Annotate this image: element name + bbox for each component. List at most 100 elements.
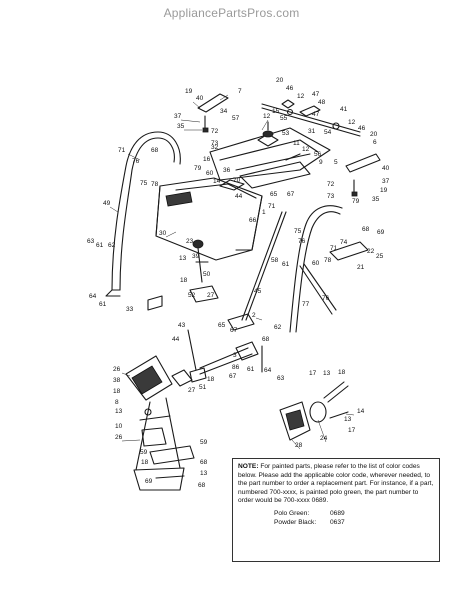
left-grip-knob [197,93,229,133]
part-callout-52: 52 [188,292,196,299]
part-callout-35: 35 [372,196,380,203]
part-callout-73: 73 [211,140,219,147]
part-callout-71: 71 [268,203,276,210]
small-bracket [147,295,163,311]
part-callout-71: 71 [118,147,126,154]
color-row-powder-black: Powder Black: 0637 [238,519,434,528]
part-callout-68: 68 [362,226,370,233]
part-callout-37: 37 [174,113,182,120]
part-callout-61: 61 [282,261,290,268]
part-callout-59: 59 [200,439,208,446]
part-callout-18: 18 [338,369,346,376]
part-callout-74: 74 [340,239,348,246]
part-callout-61: 61 [247,366,255,373]
part-callout-72: 72 [327,181,335,188]
part-callout-1: 1 [262,209,266,216]
part-callout-18: 18 [113,388,121,395]
part-callout-31: 31 [308,128,316,135]
part-callout-17: 17 [309,370,317,377]
part-callout-23: 23 [186,238,194,245]
part-callout-12: 12 [302,146,310,153]
part-callout-2: 2 [252,312,256,319]
part-callout-9: 9 [319,159,323,166]
part-callout-28: 28 [295,442,303,449]
part-callout-36: 36 [223,167,231,174]
part-callout-20: 20 [276,77,284,84]
right-handle [289,205,369,333]
part-callout-56: 56 [314,151,322,158]
part-callout-27: 27 [188,387,196,394]
right-grip [345,153,381,197]
part-callout-68: 68 [198,482,206,489]
shift-rod [241,211,287,321]
part-callout-64: 64 [89,293,97,300]
part-callout-20: 20 [370,131,378,138]
part-callout-25: 25 [376,253,384,260]
part-callout-35: 35 [177,123,185,130]
part-callout-86: 86 [232,364,240,371]
part-callout-71: 71 [330,245,338,252]
part-callout-8: 8 [115,399,119,406]
part-callout-13: 13 [200,470,208,477]
note-body: For painted parts, please refer to the l… [238,463,434,505]
part-callout-13: 13 [344,416,352,423]
site-watermark: AppliancePartsPros.com [163,6,300,20]
part-callout-21: 21 [357,264,365,271]
leader-lines [109,94,355,450]
shift-bracket [227,313,255,331]
part-callout-43: 43 [178,322,186,329]
part-callout-41: 41 [340,106,348,113]
part-callout-13: 13 [179,255,187,262]
part-callout-47: 47 [312,91,320,98]
color-code: 0637 [330,518,345,526]
left-handle [105,131,181,297]
part-callout-70: 70 [233,177,241,184]
part-callout-30: 30 [159,230,167,237]
part-callout-12: 12 [263,113,271,120]
part-callout-63: 63 [87,238,95,245]
part-callout-60: 60 [312,260,320,267]
part-callout-12: 12 [297,93,305,100]
part-callout-50: 50 [203,271,211,278]
color-name: Powder Black: [274,518,317,526]
part-callout-37: 37 [382,178,390,185]
headlight-assembly [279,381,349,441]
note-text: NOTE: For painted parts, please refer to… [238,463,434,506]
part-callout-13: 13 [323,370,331,377]
part-callout-5: 5 [334,159,338,166]
part-callout-76: 76 [132,158,140,165]
color-row-polo-green: Polo Green: 0689 [238,510,434,519]
chute-base [149,445,195,479]
part-callout-49: 49 [103,200,111,207]
part-callout-76: 76 [298,238,306,245]
part-callout-51: 51 [199,384,207,391]
part-callout-68: 68 [200,459,208,466]
part-callout-58: 58 [271,257,279,264]
part-callout-60: 60 [206,170,214,177]
part-callout-67: 67 [287,191,295,198]
part-callout-68: 68 [151,147,159,154]
part-callout-39: 39 [192,253,200,260]
part-callout-19: 19 [380,187,388,194]
color-code: 0689 [330,509,345,517]
part-callout-12: 12 [348,119,356,126]
note-heading: NOTE: [238,463,259,470]
control-panel [209,121,331,189]
part-callout-7: 7 [238,88,242,95]
part-callout-48: 48 [318,99,326,106]
upper-control-rod [261,99,361,137]
part-callout-19: 19 [185,88,193,95]
part-callout-53: 53 [282,130,290,137]
discharge-chute [125,355,193,491]
part-callout-18: 18 [180,277,188,284]
part-callout-10: 10 [115,423,123,430]
part-callout-75: 75 [294,228,302,235]
part-callout-47: 47 [312,111,320,118]
part-callout-32: 32 [211,144,219,151]
part-callout-11: 11 [293,140,300,147]
part-callout-61: 61 [96,242,104,249]
part-callout-6: 6 [373,139,377,146]
